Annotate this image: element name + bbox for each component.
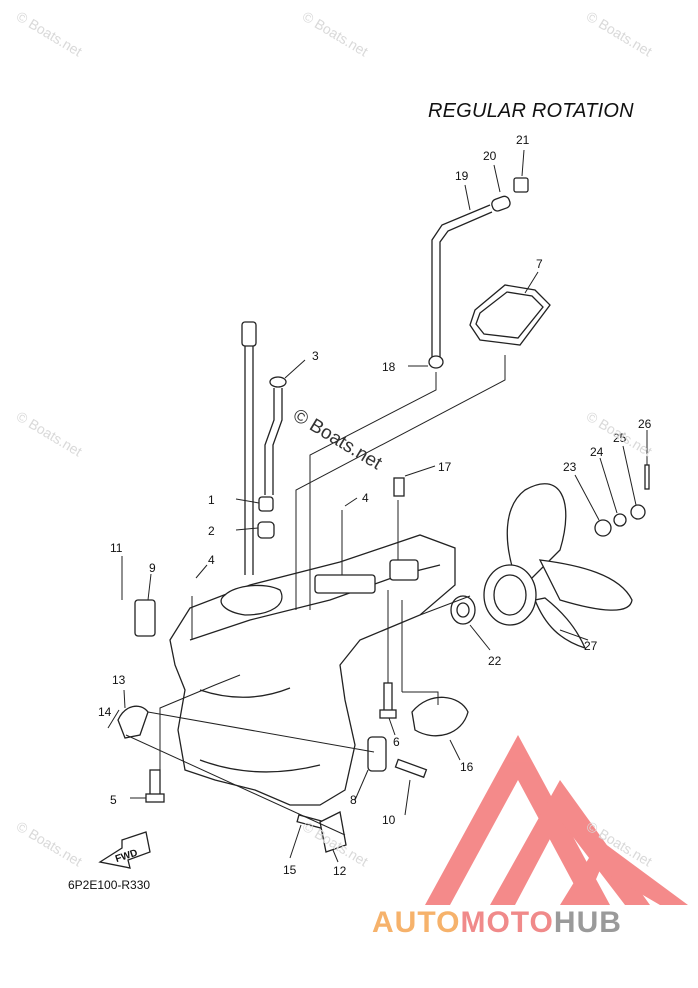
callout-7: 7 — [536, 257, 543, 271]
callout-3: 3 — [312, 349, 319, 363]
callout-21: 21 — [516, 133, 530, 147]
callout-17: 17 — [438, 460, 452, 474]
brand-wordmark: AUTOMOTOHUB — [372, 906, 622, 940]
automotohub-logo-icon — [425, 735, 688, 905]
callout-12: 12 — [333, 864, 347, 878]
callout-6: 6 — [393, 735, 400, 749]
callout-16: 16 — [460, 760, 474, 774]
callout-13: 13 — [112, 673, 126, 687]
anodes — [117, 599, 469, 853]
diagram-code: 6P2E100-R330 — [68, 878, 151, 892]
callout-18: 18 — [382, 360, 396, 374]
callout-23: 23 — [563, 460, 577, 474]
callout-14: 14 — [98, 705, 112, 719]
callout-24: 24 — [590, 445, 604, 459]
brand-moto: MOTO — [460, 906, 554, 939]
callout-8: 8 — [350, 793, 357, 807]
fwd-arrow-icon — [98, 831, 151, 869]
callout-20: 20 — [483, 149, 497, 163]
diagram-title: REGULAR ROTATION — [428, 100, 634, 122]
gasket — [469, 284, 551, 346]
water-tube — [264, 376, 287, 495]
callout-4b: 4 — [362, 491, 369, 505]
brand-hub: HUB — [553, 906, 622, 939]
brand-auto: AUTO — [372, 906, 461, 939]
grommets — [257, 496, 275, 539]
callout-1: 1 — [208, 493, 215, 507]
callout-25: 25 — [613, 431, 627, 445]
callout-22: 22 — [488, 654, 502, 668]
callout-4a: 4 — [208, 553, 215, 567]
callout-2: 2 — [208, 524, 215, 538]
callout-26: 26 — [638, 417, 652, 431]
drive-shaft — [241, 321, 257, 575]
callout-27: 27 — [584, 639, 598, 653]
callout-11: 11 — [110, 541, 123, 555]
shift-rod — [428, 177, 529, 369]
callout-labels: 1 2 3 4 4 5 6 7 8 9 10 11 12 13 14 15 16… — [98, 133, 652, 878]
callout-5: 5 — [110, 793, 117, 807]
callout-19: 19 — [455, 169, 469, 183]
lower-casing — [169, 534, 456, 806]
leader-lines — [107, 149, 648, 863]
callout-15: 15 — [283, 863, 297, 877]
callout-10: 10 — [382, 813, 396, 827]
propeller — [450, 464, 650, 650]
callout-9: 9 — [149, 561, 156, 575]
